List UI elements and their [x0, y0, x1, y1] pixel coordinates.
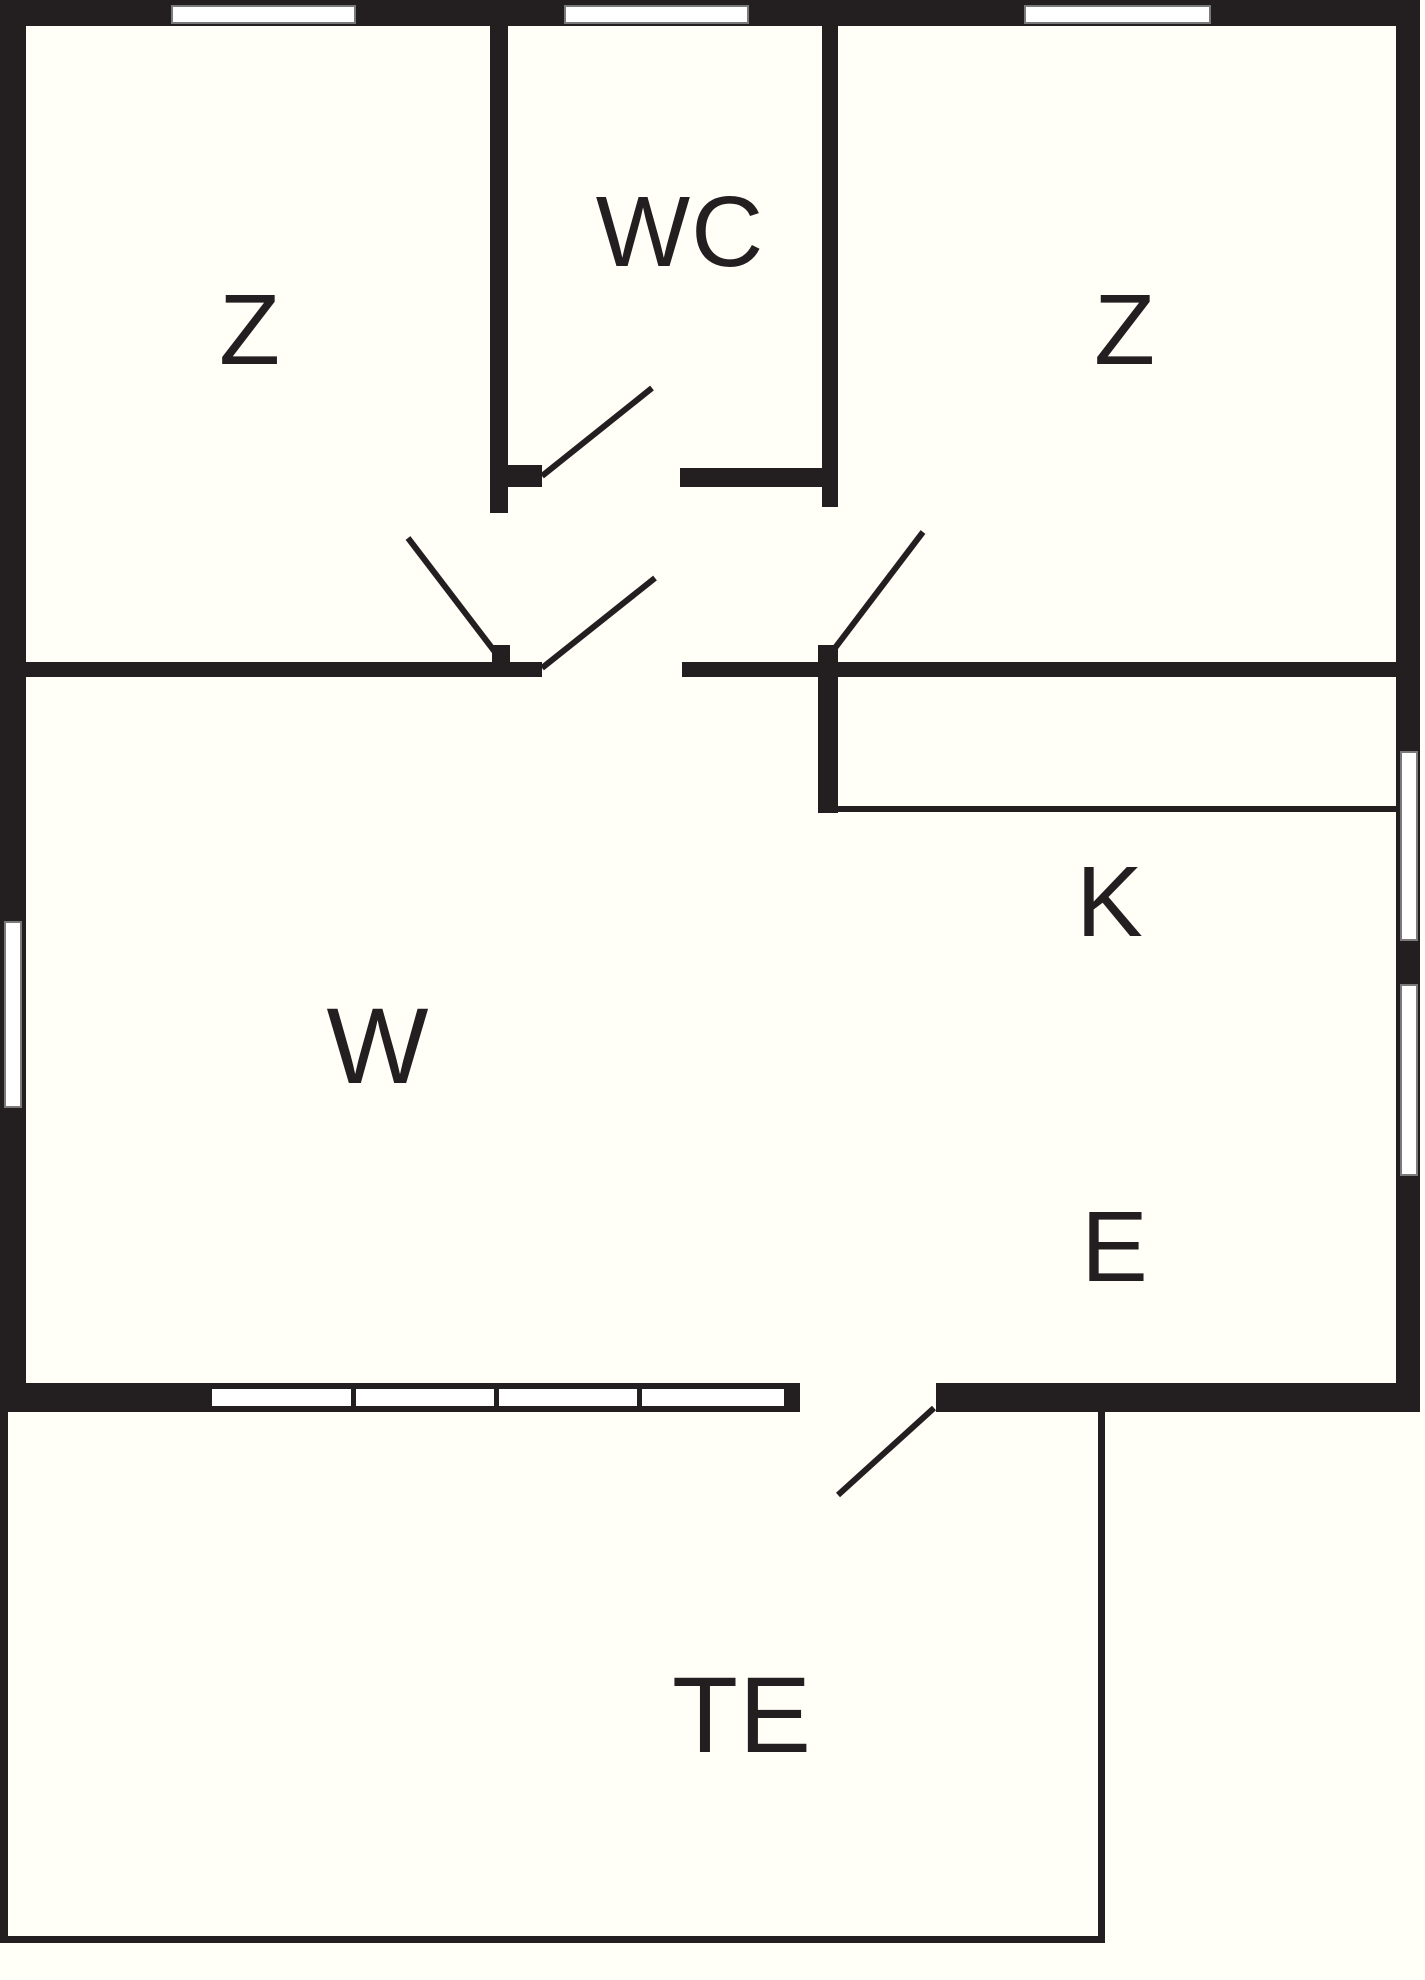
window-top-2: [564, 5, 749, 24]
room-label-z-left: Z: [218, 274, 282, 386]
window-top-1: [171, 5, 356, 24]
door-swing-te: [835, 1405, 937, 1498]
window-band-south-mullion-2: [494, 1383, 499, 1412]
window-top-3: [1024, 5, 1211, 24]
terrace-edge-right: [1098, 1412, 1105, 1943]
wall-wc-south: [680, 468, 822, 487]
room-label-e: E: [1081, 1191, 1149, 1303]
terrace-edge-bottom: [0, 1936, 1105, 1943]
door-swing-z-right: [832, 530, 926, 650]
terrace-edge-left: [0, 1412, 8, 1943]
door-swing-wc: [540, 385, 654, 479]
k-counter-line: [838, 806, 1397, 812]
wall-w-k-divider: [818, 645, 838, 813]
wall-divider-right: [682, 662, 1398, 677]
wall-divider-left: [0, 662, 542, 677]
wall-wc-left: [490, 26, 508, 513]
outer-wall-right: [1396, 0, 1420, 1412]
room-label-k: K: [1076, 846, 1144, 958]
window-band-south-mullion-1: [351, 1383, 356, 1412]
outer-wall-bottom-mid: [784, 1383, 800, 1412]
door-swing-z-left: [405, 536, 498, 654]
wall-wc-door-jamb: [508, 465, 542, 487]
outer-wall-bottom-right: [936, 1383, 1420, 1412]
window-right-1: [1400, 751, 1418, 941]
window-left: [4, 921, 22, 1108]
outer-wall-bottom-left: [0, 1383, 212, 1412]
wall-wc-right: [822, 26, 838, 507]
room-label-z-right: Z: [1093, 274, 1157, 386]
window-right-2: [1400, 984, 1418, 1176]
door-swing-w: [540, 575, 657, 671]
room-label-w: W: [326, 985, 430, 1106]
room-label-wc: WC: [595, 176, 765, 288]
room-label-te: TE: [671, 1654, 813, 1775]
window-band-south-mullion-3: [637, 1383, 642, 1412]
outer-wall-left: [0, 0, 26, 1412]
